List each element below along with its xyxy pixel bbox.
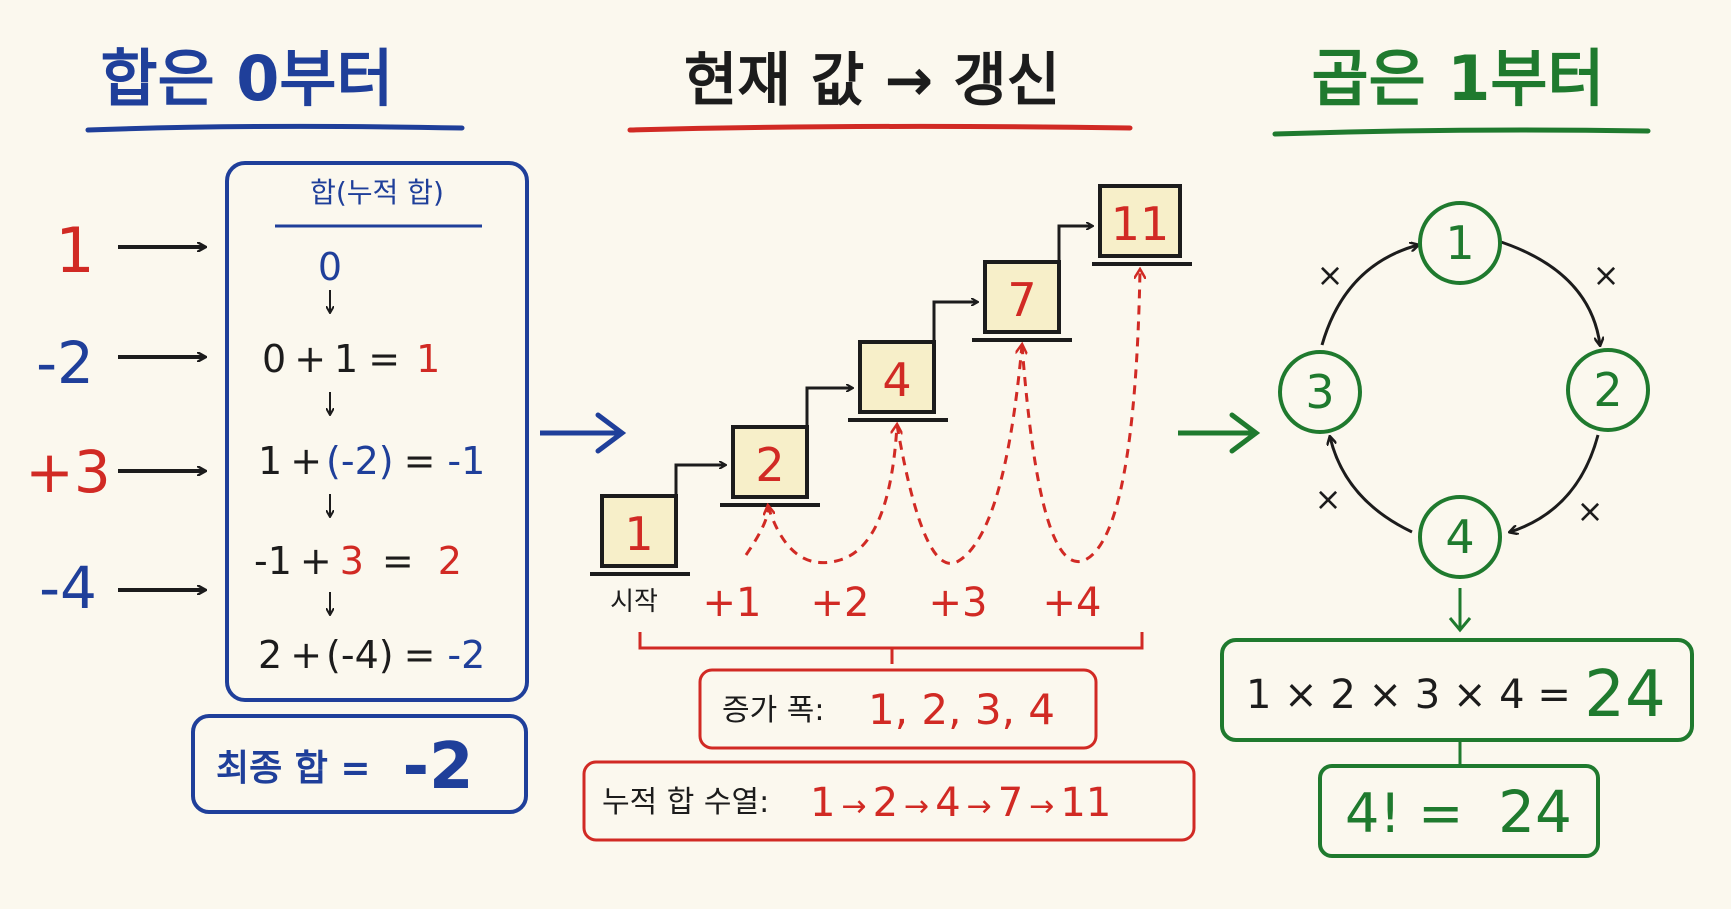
input-value: +3 [25, 438, 111, 506]
increment-label: +2 [811, 580, 870, 626]
step-result: 1 [416, 337, 440, 381]
increment-label: +1 [703, 580, 762, 626]
svg-text:0+1=1: 0+1=1 [262, 337, 440, 381]
increment-arc [766, 425, 897, 565]
stair-value: 4 [882, 353, 911, 407]
increment-arc [895, 345, 1022, 565]
final-sum-value: -2 [402, 730, 473, 804]
step-connector [674, 465, 725, 496]
cycle-arrow [1320, 245, 1418, 346]
increment-box [698, 668, 1098, 750]
step-prev: 0 [262, 337, 286, 381]
flow-arrow-head [595, 412, 627, 454]
step-connector [805, 388, 852, 427]
cycle-node-value: 2 [1593, 363, 1622, 417]
start-value: 0 [318, 245, 342, 289]
input-value: -4 [39, 554, 97, 622]
cycle-node: 3 [1278, 350, 1362, 434]
step-result: 2 [438, 539, 462, 583]
increment-arc [744, 506, 768, 556]
product-value: 24 [1584, 658, 1665, 732]
cycle-arrow [1494, 238, 1600, 345]
update-title: 현재 값 → 갱신 [684, 46, 1060, 114]
product-title: 곱은 1부터 [1312, 42, 1605, 115]
step-connector [932, 302, 977, 342]
product-expression: 1 × 2 × 3 × 4 = [1246, 672, 1571, 718]
cycle-arrow [1330, 437, 1413, 534]
section-update: 현재 값 → 갱신 1 2 4 7 11 [582, 46, 1261, 842]
step-prev: -1 [254, 539, 292, 583]
factorial-value: 24 [1498, 778, 1572, 846]
step-result: -1 [447, 439, 485, 483]
step-operand: 1 [334, 337, 358, 381]
step-op: + [290, 633, 322, 677]
svg-text:2+(-4)=-2: 2+(-4)=-2 [258, 633, 485, 677]
times-mark: × [1315, 480, 1342, 518]
flow-arrow-head [1229, 412, 1261, 454]
increment-arc [1020, 270, 1140, 563]
times-mark: × [1593, 256, 1620, 294]
step-op: + [300, 539, 332, 583]
stair-value: 7 [1007, 273, 1036, 327]
accumulator-panel [225, 161, 529, 702]
stair-step: 1 [590, 494, 690, 576]
result-arrow-head [1448, 617, 1472, 633]
step-result: -2 [447, 633, 485, 677]
cycle-arrow [1510, 434, 1600, 532]
step-row: 0+1=1 [262, 337, 440, 381]
update-title-underline [627, 123, 1133, 133]
step-connector [1057, 226, 1092, 262]
step-row: -1+3=2 [254, 539, 462, 583]
step-prev: 2 [258, 633, 282, 677]
increment-label: +4 [1043, 580, 1102, 626]
start-label: 시작 [610, 587, 658, 617]
step-operand: (-4) [326, 633, 394, 677]
step-operand: 3 [340, 539, 364, 583]
sum-title: 합은 0부터 [101, 42, 394, 115]
sequence-label: 누적 합 수열: [602, 785, 769, 820]
increment-box-value: 1, 2, 3, 4 [868, 685, 1055, 734]
input-value: 1 [55, 214, 94, 287]
times-mark: × [1317, 256, 1344, 294]
factorial-box [1318, 764, 1600, 858]
stair-value: 2 [755, 438, 784, 492]
panel-title: 합(누적 합) [310, 176, 444, 209]
stair-step: 2 [720, 425, 820, 507]
sequence-values: 1→2→4→7→11 [810, 780, 1111, 826]
cycle-node: 4 [1418, 495, 1502, 579]
cycle-node-value: 4 [1445, 510, 1474, 564]
cycle-node-value: 3 [1305, 365, 1334, 419]
svg-text:-1+3=2: -1+3=2 [254, 539, 462, 583]
stair-step: 11 [1092, 184, 1192, 266]
sum-title-underline [85, 123, 465, 133]
section-sum: 합은 0부터 1 -2 +3 -4 합(누적 합) 0 0+1=1 1+(-2)… [25, 42, 627, 814]
svg-text:1+(-2)=-1: 1+(-2)=-1 [258, 439, 485, 483]
factorial-expression: 4! = [1345, 782, 1463, 845]
increment-label: +3 [929, 580, 988, 626]
product-box [1220, 638, 1694, 742]
final-sum-box [191, 714, 528, 814]
product-title-underline [1272, 127, 1651, 137]
final-sum-label: 최종 합 = [216, 748, 371, 789]
times-mark: × [1577, 492, 1604, 530]
step-op: + [290, 439, 322, 483]
step-op: + [294, 337, 326, 381]
stair-value: 1 [624, 507, 653, 561]
cycle-node: 2 [1566, 348, 1650, 432]
step-row: 1+(-2)=-1 [258, 439, 485, 483]
stair-value: 11 [1111, 197, 1170, 251]
cycle-node: 1 [1418, 201, 1502, 285]
input-value: -2 [36, 329, 94, 397]
step-row: 2+(-4)=-2 [258, 633, 485, 677]
sequence-box [582, 760, 1196, 842]
section-product: 곱은 1부터 × × × × 1 2 4 3 [1220, 42, 1694, 858]
stair-step: 7 [972, 260, 1072, 342]
increment-box-label: 증가 폭: [722, 693, 824, 728]
step-operand: (-2) [326, 439, 394, 483]
stair-step: 4 [848, 340, 948, 422]
increment-bracket [638, 632, 1144, 664]
step-prev: 1 [258, 439, 282, 483]
cycle-node-value: 1 [1445, 216, 1474, 270]
